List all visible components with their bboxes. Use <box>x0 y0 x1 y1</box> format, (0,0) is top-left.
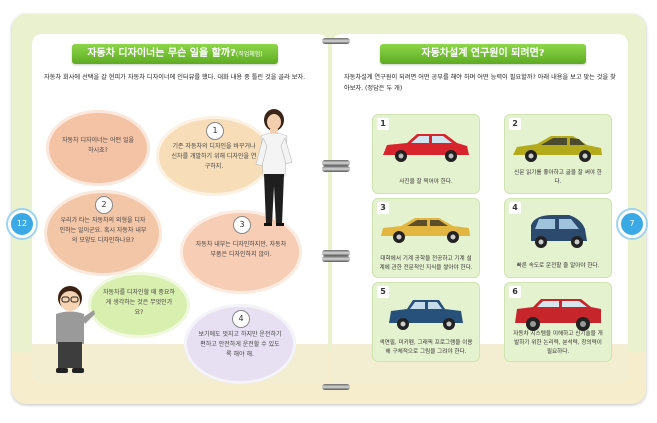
blue-classic-small-car-image <box>389 300 463 330</box>
option-caption: 대학에서 기계 공학을 전공하고 기계 설계에 관한 전문적인 지식을 쌓아야 … <box>379 256 473 271</box>
red-suv-car-image <box>515 299 601 331</box>
option-tile-6[interactable]: 6 자동차 시스템을 이해하고 신기술을 개발하기 위한 논리력, 분석력, 창… <box>504 282 612 362</box>
option-number: 2 <box>509 118 521 130</box>
yellow-green-coupe-car-image <box>513 136 602 162</box>
binder-rings <box>322 34 350 404</box>
car-designer-woman-illustration <box>255 109 293 226</box>
option-number: 1 <box>377 118 389 130</box>
option-tile-5[interactable]: 5 색연필, 미키펜, 그래픽 프로그램을 이용해 구체적으로 그림을 그려야 … <box>372 282 480 362</box>
option-number: 6 <box>509 286 521 298</box>
right-page: 자동차설계 연구원이 되려면? 자동차설계 연구원이 되려면 어떤 공부를 해야… <box>332 34 628 384</box>
right-page-title: 자동차설계 연구원이 되려면? <box>380 44 586 64</box>
right-page-intro: 자동차설계 연구원이 되려면 어떤 공부를 해야 하며 어떤 능력이 필요할까?… <box>344 74 616 92</box>
option-caption: 자동차 시스템을 이해하고 신기술을 개발하기 위한 논리력, 분석력, 창의력… <box>513 331 603 355</box>
binder-ring <box>322 166 350 172</box>
left-title-note: (직업체험) <box>235 51 263 58</box>
binder-ring <box>322 250 350 256</box>
option-tile-2[interactable]: 2 신문 읽기를 좋아하고 글을 잘 써야 한다. <box>504 114 612 194</box>
option-number: 5 <box>377 286 389 298</box>
answer-number-4: 4 <box>232 310 250 328</box>
option-number: 3 <box>377 202 389 214</box>
speech-bubble-question-1: 자동차 디자이너는 어떤 일을 하시죠? <box>46 110 150 186</box>
option-tile-4[interactable]: 4 빠른 속도로 운전할 줄 알아야 한다. <box>504 198 612 278</box>
bubble-text: 자동차 디자이너는 어떤 일을 하시죠? <box>62 137 134 154</box>
left-page-intro: 자동차 회사에 선택을 갈 현피가 자동차 디자이너에 인터뷰를 했다. 대화 … <box>44 74 306 81</box>
left-title-text: 자동차 디자이너는 무슨 일을 할까? <box>87 48 236 59</box>
answer-number-2: 2 <box>95 196 113 214</box>
bubble-text: 자동차를 디자인할 때 중요하게 생각하는 것은 무엇인가요? <box>103 289 175 316</box>
option-caption: 빠른 속도로 운전할 줄 알아야 한다. <box>516 263 600 269</box>
student-boy-illustration <box>56 286 95 373</box>
binder-ring <box>322 384 350 390</box>
speech-bubble-answer-2[interactable]: 2 우리가 타는 자동차의 외형을 디자인하는 일이군요. 혹시 자동차 내부의… <box>44 190 162 276</box>
left-page: 자동차 디자이너는 무슨 일을 할까?(직업체험) 자동차 회사에 선택을 갈 … <box>32 34 328 384</box>
option-number: 4 <box>509 202 521 214</box>
book-spread: 자동차 디자이너는 무슨 일을 할까?(직업체험) 자동차 회사에 선택을 갈 … <box>8 14 646 404</box>
answer-number-1: 1 <box>206 122 224 140</box>
yellow-sedan-car-image <box>381 218 470 243</box>
binder-ring <box>322 256 350 262</box>
speech-bubble-answer-4[interactable]: 4 보기에도 멋지고 하지만 운전하기 편하고 안전하게 운전할 수 있도록 해… <box>184 304 296 384</box>
answer-number-3: 3 <box>233 216 251 234</box>
option-caption: 신문 읽기를 좋아하고 글을 잘 써야 한다. <box>514 170 602 185</box>
left-page-title: 자동차 디자이너는 무슨 일을 할까?(직업체험) <box>72 44 278 64</box>
speech-bubble-question-2: 자동차를 디자인할 때 중요하게 생각하는 것은 무엇인가요? <box>88 272 190 338</box>
binder-ring <box>322 160 350 166</box>
bubble-text: 기존 자동차의 디자인을 바꾸거나 신차를 개발하기 위해 디자인을 연구하지. <box>171 143 257 170</box>
option-tile-1[interactable]: 1 사진을 잘 찍어야 한다. <box>372 114 480 194</box>
bubble-text: 자동차 내부는 디자인하지만, 자동차 부품은 디자인하지 않아. <box>195 241 287 258</box>
page-number-right: 7 <box>618 210 646 238</box>
option-caption: 사진을 잘 찍어야 한다. <box>399 179 453 185</box>
page-number-left: 12 <box>8 210 36 238</box>
option-tile-3[interactable]: 3 대학에서 기계 공학을 전공하고 기계 설계에 관한 전문적인 지식을 쌓아… <box>372 198 480 278</box>
speech-bubble-answer-1[interactable]: 1 기존 자동차의 디자인을 바꾸거나 신차를 개발하기 위해 디자인을 연구하… <box>156 116 272 196</box>
red-hatchback-car-image <box>383 134 469 162</box>
dark-blue-smart-car-image <box>531 215 587 248</box>
binder-ring <box>322 38 350 44</box>
bubble-text: 우리가 타는 자동차의 외형을 디자인하는 일이군요. 혹시 자동차 내부의 모… <box>59 217 147 244</box>
bubble-text: 보기에도 멋지고 하지만 운전하기 편하고 안전하게 운전할 수 있도록 해야 … <box>198 331 282 358</box>
option-caption: 색연필, 미키펜, 그래픽 프로그램을 이용해 구체적으로 그림을 그려야 한다… <box>379 340 473 355</box>
